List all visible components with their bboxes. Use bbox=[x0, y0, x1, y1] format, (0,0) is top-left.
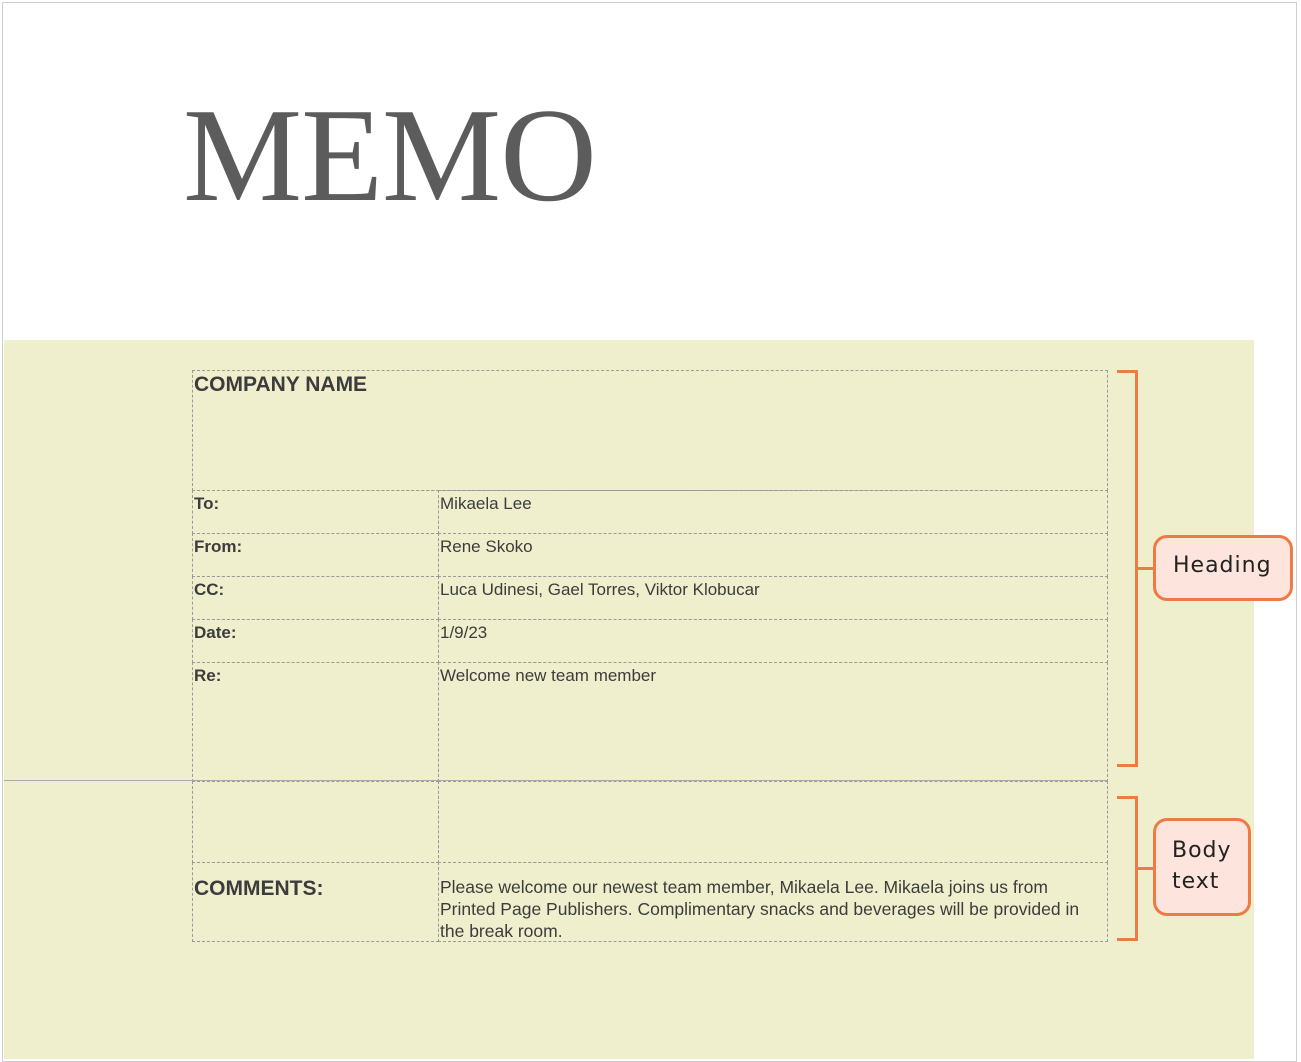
comments-label: COMMENTS: bbox=[194, 877, 324, 900]
re-value-cell[interactable]: Welcome new team member bbox=[438, 662, 1108, 782]
re-label-cell: Re: bbox=[192, 662, 439, 782]
to-label: To: bbox=[194, 494, 220, 513]
heading-bracket bbox=[1117, 370, 1138, 767]
body-text-bracket bbox=[1117, 796, 1138, 941]
cc-value-cell[interactable]: Luca Udinesi, Gael Torres, Viktor Klobuc… bbox=[438, 576, 1108, 620]
comments-value-cell[interactable]: Please welcome our newest team member, M… bbox=[438, 862, 1108, 942]
section-divider-line bbox=[4, 780, 1108, 781]
cc-label-cell: CC: bbox=[192, 576, 439, 620]
from-label: From: bbox=[194, 537, 243, 556]
heading-bracket-tick bbox=[1137, 567, 1155, 570]
tinted-memo-region bbox=[4, 340, 1254, 1059]
date-label-cell: Date: bbox=[192, 619, 439, 663]
comments-text: Please welcome our newest team member, M… bbox=[440, 877, 1080, 941]
to-value: Mikaela Lee bbox=[440, 494, 532, 513]
re-value: Welcome new team member bbox=[440, 666, 657, 685]
company-name: COMPANY NAME bbox=[194, 373, 368, 396]
spacer-cell-left bbox=[192, 781, 439, 863]
cc-label: CC: bbox=[194, 580, 225, 599]
memo-title: MEMO bbox=[183, 81, 597, 229]
heading-callout-label: Heading bbox=[1173, 553, 1272, 578]
heading-callout: Heading bbox=[1153, 535, 1293, 601]
from-value-cell[interactable]: Rene Skoko bbox=[438, 533, 1108, 577]
body-text-callout: Body text bbox=[1153, 818, 1251, 916]
company-name-cell[interactable]: COMPANY NAME bbox=[192, 370, 1108, 491]
from-value: Rene Skoko bbox=[440, 537, 533, 556]
re-label: Re: bbox=[194, 666, 222, 685]
to-value-cell[interactable]: Mikaela Lee bbox=[438, 490, 1108, 534]
date-value: 1/9/23 bbox=[440, 623, 488, 642]
date-value-cell[interactable]: 1/9/23 bbox=[438, 619, 1108, 663]
to-label-cell: To: bbox=[192, 490, 439, 534]
comments-label-cell: COMMENTS: bbox=[192, 862, 439, 942]
body-text-bracket-tick bbox=[1137, 867, 1155, 870]
cc-value: Luca Udinesi, Gael Torres, Viktor Klobuc… bbox=[440, 580, 760, 599]
body-text-callout-label: Body text bbox=[1172, 838, 1232, 894]
spacer-cell-right[interactable] bbox=[438, 781, 1108, 863]
from-label-cell: From: bbox=[192, 533, 439, 577]
date-label: Date: bbox=[194, 623, 237, 642]
